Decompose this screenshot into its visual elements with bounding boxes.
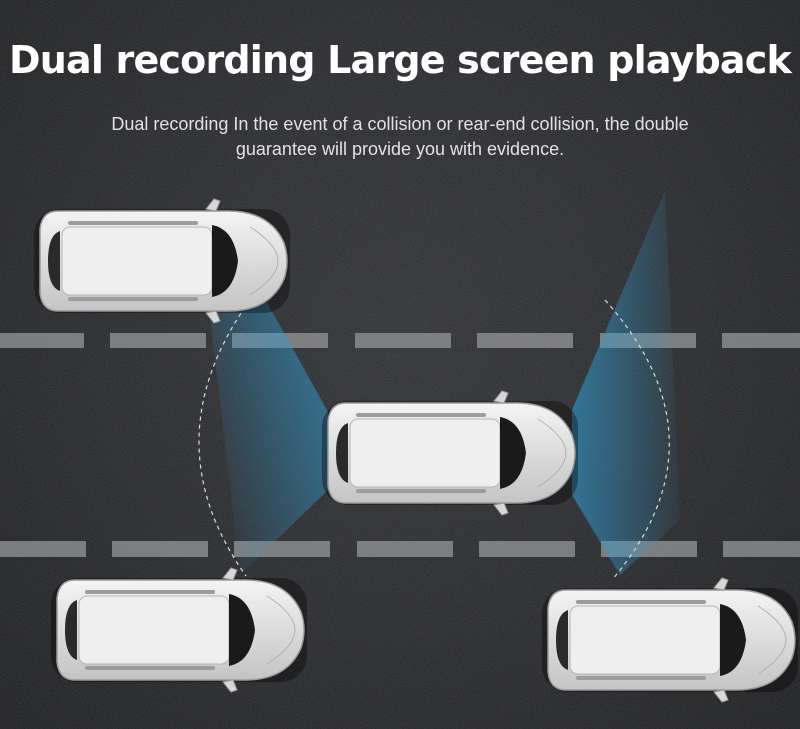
lane-markings-lower [0, 541, 800, 557]
front-view-arc [604, 299, 670, 581]
car-center [321, 390, 579, 516]
lane-markings-upper [0, 333, 800, 348]
front-camera-beam [572, 190, 680, 575]
headline: Dual recording Large screen playback [9, 38, 792, 82]
rear-camera-beam [210, 290, 328, 575]
car-top-left [33, 198, 291, 324]
car-bottom-left [50, 567, 308, 693]
car-bottom-right [541, 577, 799, 703]
subheadline: Dual recording In the event of a collisi… [111, 114, 689, 159]
rear-view-arc [198, 299, 251, 577]
